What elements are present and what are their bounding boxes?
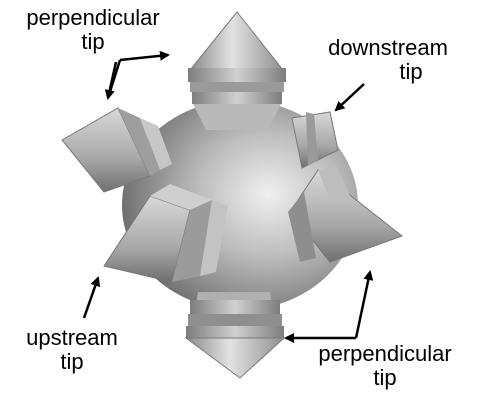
label-perpendicular-tip-top: perpendicular tip [8, 6, 178, 54]
top-tip [188, 12, 286, 130]
bottom-tip [186, 292, 284, 378]
label-downstream-tip: downstream tip [318, 36, 458, 84]
label-perpendicular-tip-bottom: perpendicular tip [300, 342, 470, 390]
label-upstream-tip: upstream tip [12, 326, 132, 374]
arrow-icon [120, 55, 168, 60]
arrow-icon [356, 272, 370, 338]
arrow-icon [336, 84, 364, 110]
arrow-icon [84, 278, 98, 318]
